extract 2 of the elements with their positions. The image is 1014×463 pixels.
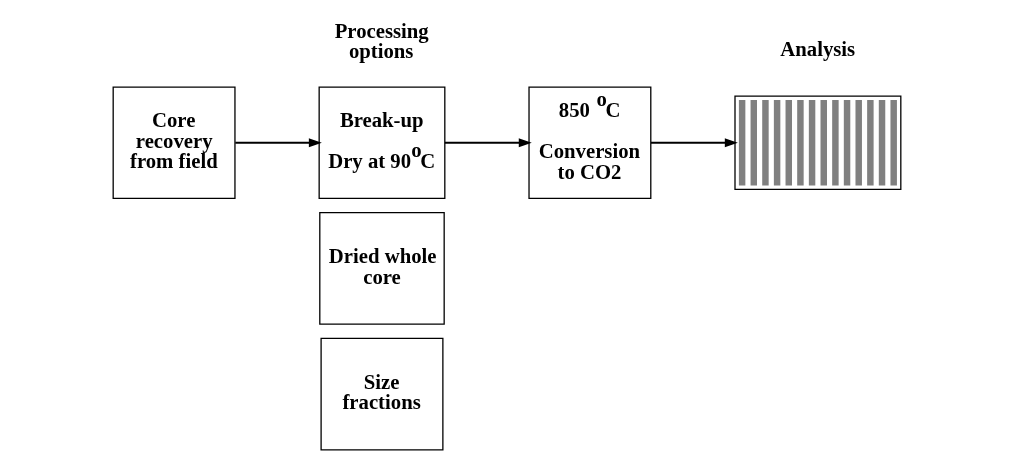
node-label: Analysis [780,37,856,60]
label: Processing options [334,19,429,63]
